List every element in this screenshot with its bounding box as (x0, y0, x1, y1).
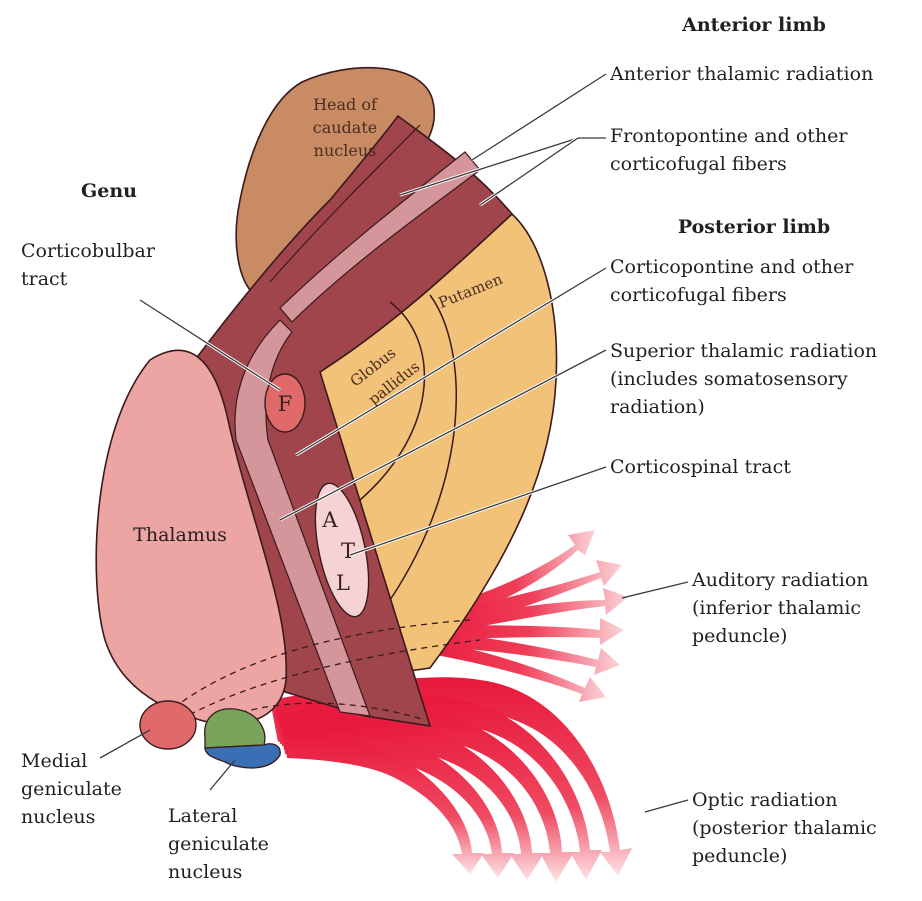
caudate-label-line-3: nucleus (314, 141, 377, 160)
posterior-limb-header: Posterior limb (678, 216, 830, 238)
auditory-radiation-label-1: Auditory radiation (691, 569, 869, 591)
thalamus-label: Thalamus (133, 524, 227, 546)
corticopontine-label-1: Corticopontine and other (610, 256, 854, 278)
anterior-limb-header: Anterior limb (681, 14, 826, 36)
optic-radiation-label-2: (posterior thalamic (692, 817, 877, 839)
tract-letter-A: A (321, 508, 338, 532)
caudate-label-line-1: Head of (313, 95, 378, 114)
lateral-geniculate-label-1: Lateral (168, 805, 237, 827)
corticobulbar-label-2: tract (21, 268, 68, 290)
genu-header: Genu (81, 180, 137, 202)
optic-radiation-fibers (270, 677, 632, 882)
corticospinal-label: Corticospinal tract (610, 456, 791, 478)
optic-radiation-label-1: Optic radiation (692, 789, 838, 811)
frontopontine-label-1: Frontopontine and other (610, 125, 848, 147)
anterior-thalamic-radiation-label: Anterior thalamic radiation (609, 63, 873, 85)
frontopontine-label-2: corticofugal fibers (610, 153, 787, 175)
corticopontine-label-2: corticofugal fibers (610, 284, 787, 306)
tract-letter-T: T (341, 539, 355, 563)
medial-geniculate-label-3: nucleus (21, 806, 95, 828)
medial-geniculate-label-2: geniculate (21, 778, 122, 800)
optic-radiation-label-3: peduncle) (692, 845, 787, 867)
lateral-geniculate-label-3: nucleus (168, 861, 242, 883)
lateral-geniculate-label-2: geniculate (168, 833, 269, 855)
medial-geniculate-label-1: Medial (21, 750, 87, 772)
auditory-radiation-label-2: (inferior thalamic (692, 597, 861, 619)
tract-letter-F: F (278, 392, 293, 416)
lateral-geniculate-nucleus (205, 709, 281, 768)
corticobulbar-label-1: Corticobulbar (21, 240, 156, 262)
caudate-label-line-2: caudate (313, 118, 377, 137)
tract-letter-L: L (336, 571, 350, 595)
superior-thalamic-label-2: (includes somatosensory (610, 368, 848, 390)
medial-geniculate-nucleus (140, 701, 196, 749)
auditory-radiation-label-3: peduncle) (692, 625, 787, 647)
superior-thalamic-label-1: Superior thalamic radiation (610, 340, 877, 362)
superior-thalamic-label-3: radiation) (610, 396, 705, 418)
